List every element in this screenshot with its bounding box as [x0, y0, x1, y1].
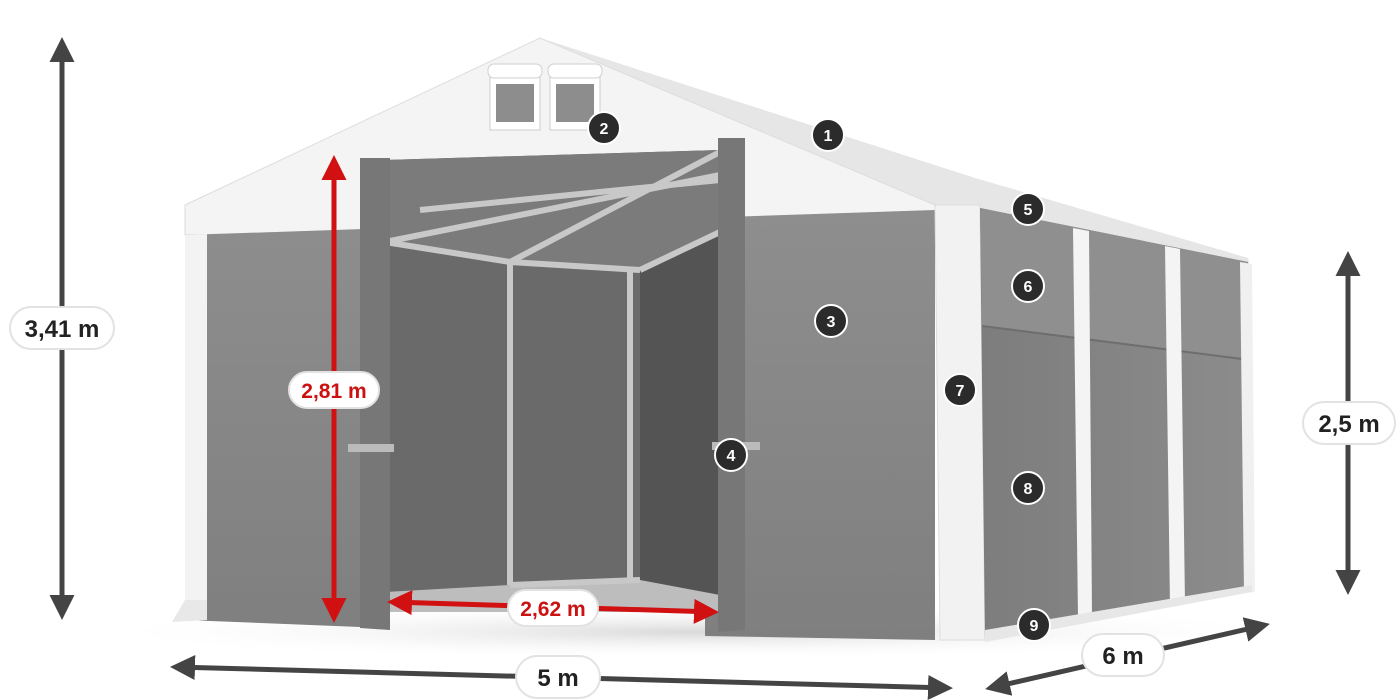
marker-7-text: 7: [956, 383, 965, 400]
label-total-height: 3,41 m: [9, 306, 115, 350]
label-door-height-text: 2,81 m: [301, 380, 366, 403]
marker-1: 1: [811, 118, 845, 152]
marker-3: 3: [814, 304, 848, 338]
marker-5-text: 5: [1024, 202, 1033, 219]
side-pole-1: [1073, 228, 1092, 617]
marker-9-text: 9: [1030, 618, 1039, 635]
marker-7: 7: [943, 373, 977, 407]
marker-5: 5: [1011, 192, 1045, 226]
marker-6: 6: [1011, 269, 1045, 303]
label-side-height-text: 2,5 m: [1318, 411, 1379, 438]
marker-4-text: 4: [727, 448, 736, 465]
marker-6-text: 6: [1024, 279, 1033, 296]
label-side-height: 2,5 m: [1302, 401, 1396, 445]
side-pole-2: [1165, 246, 1185, 606]
marker-9: 9: [1017, 608, 1051, 642]
marker-8: 8: [1011, 471, 1045, 505]
label-width: 5 m: [515, 655, 601, 699]
interior-frame: [384, 149, 722, 588]
corner-trim-left: [185, 234, 207, 620]
marker-2-text: 2: [600, 121, 609, 138]
marker-8-text: 8: [1024, 481, 1033, 498]
label-total-height-text: 3,41 m: [25, 316, 100, 343]
marker-1-text: 1: [824, 128, 833, 145]
door-curtain-right: [718, 138, 745, 632]
marker-2: 2: [587, 111, 621, 145]
label-width-text: 5 m: [537, 665, 578, 692]
label-door-height: 2,81 m: [288, 371, 380, 409]
marker-4: 4: [714, 438, 748, 472]
label-length-text: 6 m: [1102, 643, 1143, 670]
marker-3-text: 3: [827, 314, 836, 331]
corner-post: [934, 204, 986, 641]
label-door-width-text: 2,62 m: [520, 598, 585, 621]
label-door-width: 2,62 m: [507, 589, 599, 627]
label-length: 6 m: [1081, 633, 1165, 677]
